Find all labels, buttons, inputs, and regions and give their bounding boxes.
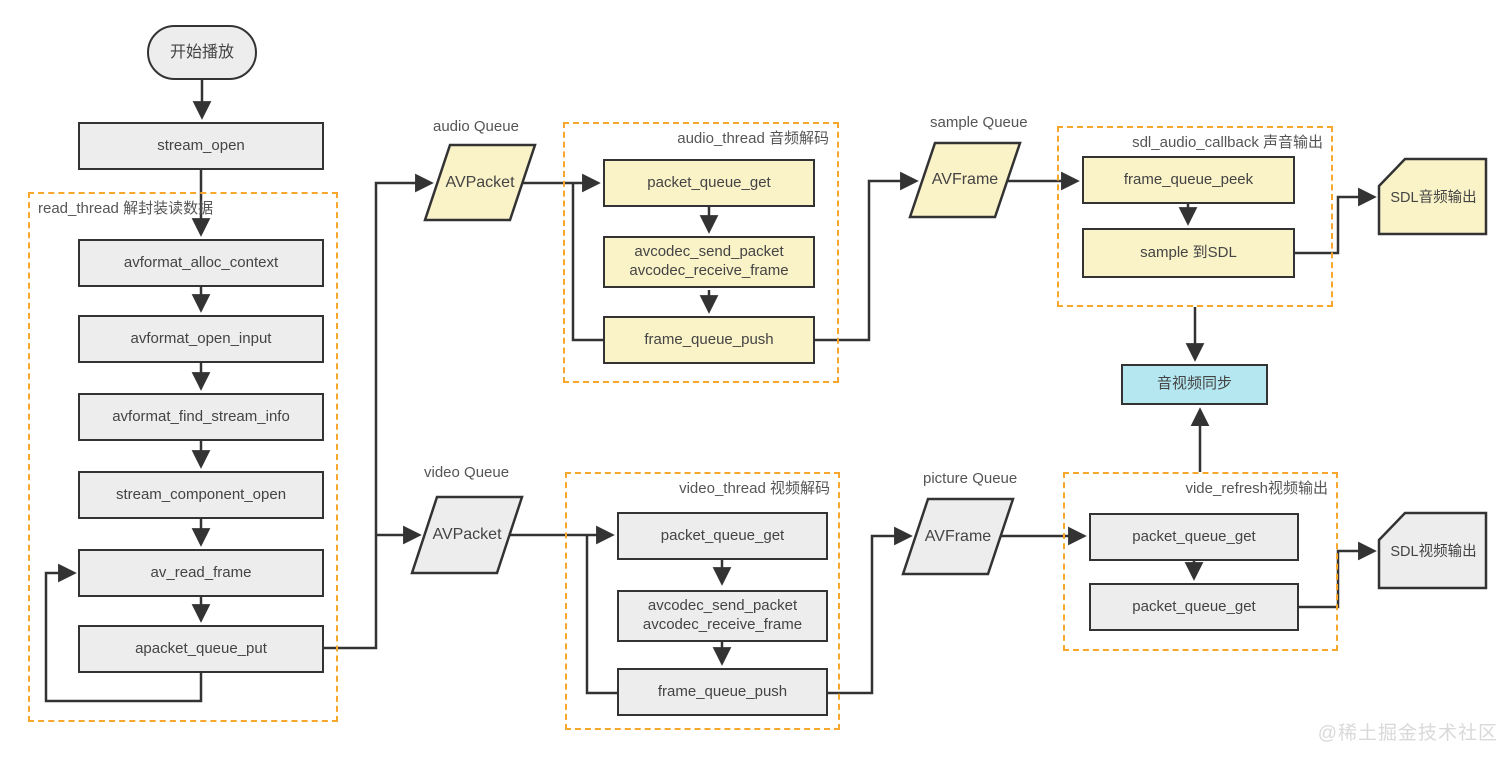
group-video-thread: video_thread 视频解码	[565, 472, 840, 730]
node-sdl-video-output-label: SDL视频输出	[1390, 544, 1477, 560]
audio-queue-parallelogram	[423, 143, 537, 222]
sdl-video-output-card	[1377, 511, 1488, 590]
node-audio-packet-queue-get: packet_queue_get	[603, 159, 815, 207]
node-sdl-audio-output-label: SDL音频输出	[1390, 190, 1477, 206]
arrow-sample-sdl-to-audio-out	[1295, 187, 1377, 255]
shapes	[410, 141, 1488, 590]
node-label-line2: avcodec_receive_frame	[642, 616, 803, 633]
video-queue-title: video Queue	[424, 464, 510, 481]
picture-queue-parallelogram	[901, 497, 1015, 576]
arrow-audio-push-to-sample-queue	[815, 171, 919, 342]
node-refresh-packet-queue-get-1: packet_queue_get	[1089, 513, 1299, 561]
node-label: avformat_open_input	[130, 329, 272, 347]
node-label: packet_queue_get	[660, 526, 785, 544]
sample-queue-avframe: AVFrame	[931, 171, 999, 188]
node-label: packet_queue_get	[647, 173, 771, 191]
node-label-line2: avcodec_receive_frame	[629, 262, 789, 279]
node-video-frame-queue-push: frame_queue_push	[617, 668, 828, 716]
connectors	[44, 80, 1377, 703]
node-frame-queue-peek: frame_queue_peek	[1082, 156, 1295, 204]
arrow-refresh-to-video-out	[1299, 541, 1377, 609]
node-label: av_read_frame	[150, 563, 252, 581]
sample-queue-title: sample Queue	[930, 114, 1028, 131]
node-avformat-find-stream-info: avformat_find_stream_info	[78, 393, 324, 441]
audio-queue-title: audio Queue	[433, 118, 519, 135]
group-vide-refresh: vide_refresh视频输出	[1063, 472, 1338, 651]
video-queue-parallelogram	[410, 495, 524, 575]
node-stream-open: stream_open	[78, 122, 324, 170]
node-label: stream_component_open	[115, 485, 287, 503]
node-label: frame_queue_push	[644, 330, 774, 348]
node-label: avformat_alloc_context	[123, 253, 279, 271]
node-audio-avcodec: avcodec_send_packet avcodec_receive_fram…	[603, 236, 815, 288]
node-label-line1: avcodec_send_packet	[634, 243, 784, 261]
audio-queue-avpacket: AVPacket	[445, 173, 515, 191]
picture-queue-title: picture Queue	[923, 470, 1018, 487]
node-label-line1: avcodec_send_packet	[647, 597, 798, 615]
node-audio-frame-queue-push: frame_queue_push	[603, 316, 815, 364]
node-label: packet_queue_get	[1132, 597, 1256, 615]
node-label: packet_queue_get	[1132, 527, 1256, 545]
arrow-loop-packet-put-to-read-frame	[44, 563, 203, 703]
picture-queue-avframe: AVFrame	[924, 527, 992, 545]
node-label: sample 到SDL	[1140, 243, 1237, 261]
sample-queue-parallelogram	[908, 141, 1022, 219]
node-start-label: 开始播放	[169, 43, 234, 61]
sdl-audio-output-card	[1377, 157, 1488, 236]
group-video-thread-label: video_thread 视频解码	[679, 480, 830, 497]
line-audio-loop	[571, 184, 603, 342]
group-read-thread: read_thread 解封装读数据	[28, 192, 338, 722]
group-read-thread-label: read_thread 解封装读数据	[38, 200, 214, 217]
group-audio-thread: audio_thread 音频解码	[563, 122, 839, 383]
video-queue-avpacket: AVPacket	[432, 526, 502, 543]
watermark: @稀土掘金技术社区	[1317, 723, 1498, 744]
group-vide-refresh-label: vide_refresh视频输出	[1185, 480, 1328, 497]
arrow-video-push-to-picture-queue	[828, 526, 913, 695]
node-stream-component-open: stream_component_open	[78, 471, 324, 519]
node-label: avformat_find_stream_info	[112, 407, 290, 425]
node-label: apacket_queue_put	[135, 639, 267, 657]
node-av-read-frame: av_read_frame	[78, 549, 324, 597]
node-start: 开始播放	[147, 25, 257, 80]
group-audio-thread-label: audio_thread 音频解码	[677, 130, 829, 147]
node-avformat-alloc-context: avformat_alloc_context	[78, 239, 324, 287]
arrow-packet-put-to-audio-queue	[324, 173, 434, 650]
node-stream-open-label: stream_open	[157, 136, 245, 154]
node-apacket-queue-put: apacket_queue_put	[78, 625, 324, 673]
node-avformat-open-input: avformat_open_input	[78, 315, 324, 363]
node-label: 音视频同步	[1156, 375, 1232, 393]
node-refresh-packet-queue-get-2: packet_queue_get	[1089, 583, 1299, 631]
node-video-packet-queue-get: packet_queue_get	[617, 512, 828, 560]
node-label: frame_queue_push	[657, 682, 788, 700]
node-label: frame_queue_peek	[1123, 170, 1254, 188]
group-sdl-audio-callback: sdl_audio_callback 声音输出	[1057, 126, 1333, 307]
line-video-loop	[585, 536, 617, 695]
node-sample-to-sdl: sample 到SDL	[1082, 228, 1295, 278]
node-av-sync: 音视频同步	[1121, 364, 1268, 405]
group-sdl-audio-callback-label: sdl_audio_callback 声音输出	[1132, 134, 1323, 151]
node-video-avcodec: avcodec_send_packet avcodec_receive_fram…	[617, 590, 828, 642]
